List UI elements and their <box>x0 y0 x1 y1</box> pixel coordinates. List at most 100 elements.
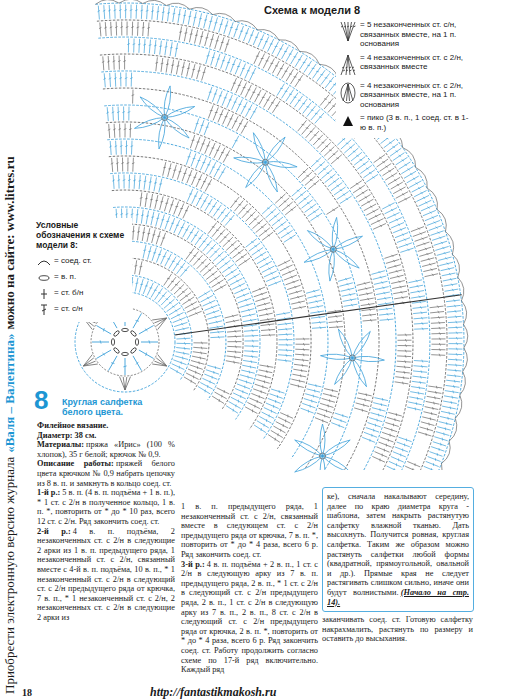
legend-symbol <box>36 304 52 316</box>
legend-symbol <box>36 288 52 300</box>
star-center <box>349 355 355 361</box>
legend-entry: = соед. ст. <box>36 256 130 268</box>
star-center <box>262 159 268 165</box>
legend-symbol <box>338 20 358 44</box>
legend-entry: = ст. б/н <box>36 288 130 300</box>
text-column: заканчивать соед. ст. Готовую салфетку н… <box>322 615 473 644</box>
chain-ring <box>130 347 137 354</box>
chart-title: Схема к модели 8 <box>264 4 360 16</box>
legend-entry: = пико (3 в. п., 1 соед. ст. в 1-ю в. п.… <box>338 113 472 132</box>
legend-text: = пико (3 в. п., 1 соед. ст. в 1-ю в. п.… <box>360 113 472 132</box>
star-center <box>162 115 168 121</box>
chain-ring <box>130 330 137 337</box>
text-box: ке), сначала накалывают середину, далее … <box>322 487 474 612</box>
caption-text: Условные обозначения к схеме модели 8: <box>36 220 124 250</box>
text-paragraph: ке), сначала накалывают середину, далее … <box>327 492 469 607</box>
legend-symbol <box>36 272 52 284</box>
text-paragraph: Диаметр: 38 см. <box>37 431 175 441</box>
chain-row <box>115 224 243 410</box>
chain-ring <box>122 352 129 355</box>
star-motif <box>304 217 362 281</box>
caption-text: Круглая салфетка белого цвета. <box>62 397 142 417</box>
star-motif <box>321 329 385 387</box>
body-text: 1-й р.: <box>37 488 60 497</box>
legend-text: = в. п. <box>54 272 76 282</box>
stitch-row <box>122 277 191 375</box>
chain-ring <box>113 330 120 337</box>
star-center <box>320 453 326 459</box>
stitch-ticks <box>112 180 287 432</box>
chain-row <box>107 139 328 458</box>
body-text: 4 в. п. подъёма, 2 незаконченных ст. с 2… <box>37 527 175 622</box>
body-text: Филейное вязание. <box>37 421 108 430</box>
text-column: 1 в. п. предыдущего ряда, 1 незаконченны… <box>181 502 318 675</box>
symbol-legend: Условные обозначения к схеме модели 8: = … <box>34 218 132 322</box>
legend-text: = 4 незаконченных ст. с 2/н, связанных в… <box>360 81 472 110</box>
banner-text: «Валя – Валентина» <box>2 334 17 453</box>
legend-entry: = в. п. <box>36 272 130 284</box>
text-paragraph: Описание работы:пряжей белого цвета крюч… <box>37 459 175 488</box>
legend-entry: = 4 незаконченных ст. с 2/н, связанных в… <box>338 81 472 110</box>
body-text: 2-й р.: <box>37 527 71 536</box>
caption-text: http://fantastikmakosh.ru <box>150 685 276 699</box>
legend-entry: = ст. с/н <box>36 304 130 316</box>
text-paragraph: заканчивать соед. ст. Готовую салфетку н… <box>322 615 473 644</box>
legend-text: = ст. б/н <box>54 288 83 298</box>
text-paragraph: 1-й р.:5 в. п. (4 в. п. подъёма + 1 в. п… <box>37 488 175 526</box>
body-text: Диаметр: 38 см. <box>37 431 96 440</box>
legend-symbol <box>338 81 358 105</box>
body-text: Описание работы: <box>37 459 114 468</box>
chart-title-box: Схема к модели 8 <box>262 4 362 16</box>
stitch-ticks <box>106 112 352 428</box>
box-text: ке), сначала накалывают середину, далее … <box>327 492 469 597</box>
stitch-ticks <box>109 146 321 413</box>
legend-text: = 4 незаконченных ст. с 2/н, связанных в… <box>360 53 472 72</box>
model-number-box: 8 <box>34 386 48 414</box>
star-motif <box>234 133 297 192</box>
model-title-box: Круглая салфетка белого цвета. <box>62 397 167 417</box>
banner-text: Приобрести электронную версию журнала <box>2 457 17 694</box>
chain-row <box>104 105 362 478</box>
star-center <box>330 246 336 252</box>
body-text: 4 в. п. подъёма + 2 в. п., 1 ст. с 2/н в… <box>181 560 318 675</box>
row-start-line <box>175 295 462 335</box>
banner-text: можно на сайте: www.litres.ru <box>2 156 17 329</box>
star-motif <box>295 424 351 488</box>
chain-row <box>116 241 226 400</box>
center-ticks <box>100 317 150 367</box>
legend-symbol <box>36 256 52 268</box>
vertical-banner: Приобрести электронную версию журнала «Ва… <box>2 22 18 694</box>
text-paragraph: 2-й р.:4 в. п. подъёма, 2 незаконченных … <box>37 527 175 623</box>
legend-heading-box: Условные обозначения к схеме модели 8: <box>36 220 130 250</box>
stitch-row <box>140 192 275 413</box>
caption-text: 18 <box>22 687 32 698</box>
text-column: Филейное вязание.Диаметр: 38 см.Материал… <box>37 421 175 622</box>
page-number-box: 18 <box>22 687 32 699</box>
star-motif <box>135 86 195 149</box>
site-url-box: http://fantastikmakosh.ru <box>150 686 276 699</box>
chain-ring <box>113 347 120 354</box>
body-text: заканчивать соед. ст. Готовую салфетку н… <box>322 615 473 643</box>
legend-symbol <box>338 53 358 77</box>
stitch-ticks <box>132 95 372 412</box>
legend-entry: = 4 незаконченных ст. с 2/н, связанных в… <box>338 53 472 77</box>
symbol-legend: = 5 незаконченных ст. с/н, связанных вме… <box>336 18 474 138</box>
text-paragraph: Материалы:пряжа «Ирис» (100 % хлопок), 3… <box>37 440 175 459</box>
chain-ring <box>111 339 114 346</box>
stitch-row <box>116 209 258 414</box>
text-paragraph: 3-й р.:4 в. п. подъёма + 2 в. п., 1 ст. … <box>181 560 318 675</box>
chain-ring <box>122 328 129 331</box>
body-text: 1 в. п. предыдущего ряда, 1 незаконченны… <box>181 502 318 559</box>
legend-text: = соед. ст. <box>54 256 92 266</box>
legend-entry: = 5 незаконченных ст. с/н, связанных вме… <box>338 20 472 49</box>
body-text: 3-й р.: <box>181 560 205 569</box>
text-paragraph: 1 в. п. предыдущего ряда, 1 незаконченны… <box>181 502 318 560</box>
chain-row <box>113 207 260 419</box>
stitch-ticks <box>115 214 253 412</box>
model-number: 8 <box>34 385 48 415</box>
body-text: Материалы: <box>37 440 84 449</box>
legend-text: = ст. с/н <box>54 304 83 314</box>
chain-ring <box>135 339 138 346</box>
stitch-row <box>110 141 326 414</box>
